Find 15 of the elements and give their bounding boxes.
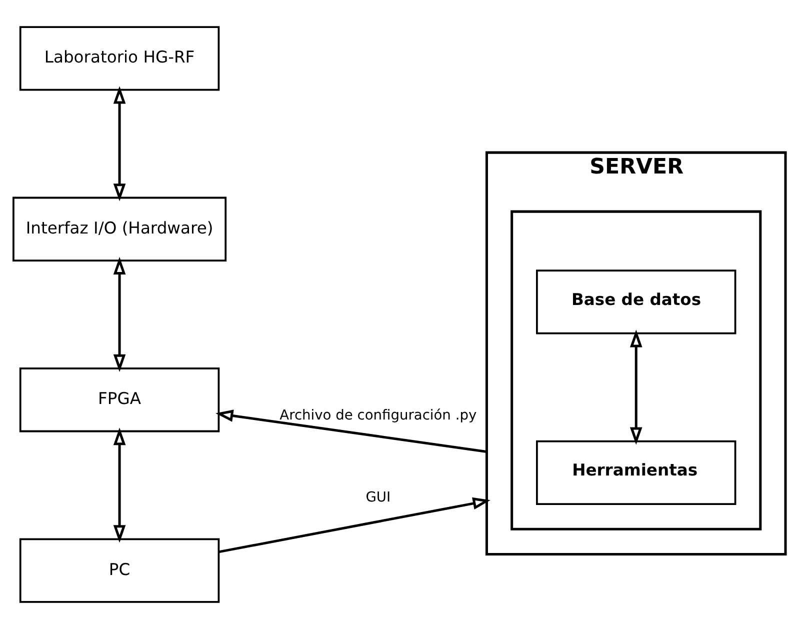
arrow	[113, 86, 126, 201]
node-box: Herramientas	[536, 440, 736, 504]
arrow	[630, 329, 642, 444]
node-box: Interfaz I/O (Hardware)	[12, 196, 227, 261]
node-box: Laboratorio HG-RF	[19, 26, 220, 90]
arrow	[216, 409, 487, 452]
node-box: PC	[19, 538, 220, 602]
arrow	[113, 256, 126, 372]
node-box: FPGA	[19, 367, 220, 432]
edge-label: GUI	[366, 488, 391, 505]
arrow	[219, 496, 490, 553]
arrow	[113, 427, 126, 542]
edge-label: Archivo de configuración .py	[280, 407, 477, 424]
node-box: Base de datos	[536, 269, 736, 334]
cluster	[510, 210, 762, 530]
